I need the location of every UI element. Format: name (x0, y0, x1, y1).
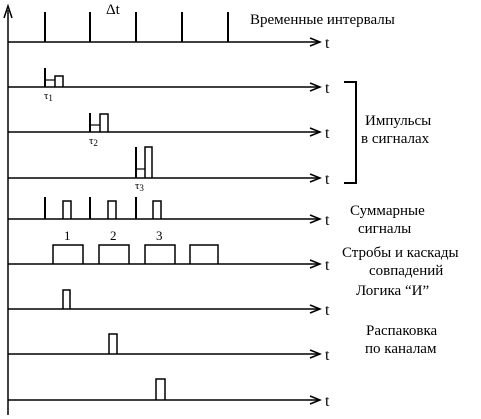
pulses-label-line2: в сигналах (361, 131, 430, 147)
axis-t-label: t (325, 171, 330, 188)
tau-sub: 1 (48, 93, 53, 103)
pulses-bracket (344, 81, 357, 184)
axis-t-label: t (325, 80, 330, 97)
tau-symbol: τ (135, 180, 140, 192)
strobe-number-2: 2 (110, 228, 117, 243)
pulse (108, 333, 118, 354)
strobe (52, 244, 84, 264)
arrow (309, 173, 323, 183)
pulse (62, 200, 72, 219)
strobe (144, 244, 176, 264)
row-time-intervals: Δt t Временные интервалы (8, 2, 395, 52)
strobe (98, 244, 130, 264)
logic-label: Логика “И” (356, 283, 429, 299)
arrow (309, 37, 323, 47)
strobes-label-line2: совпадений (369, 263, 443, 279)
arrow (309, 304, 323, 314)
pulses-label-line1: Импульсы (365, 113, 431, 129)
summary-label-line2: сигналы (358, 221, 411, 237)
axis-t-label: t (325, 125, 330, 142)
pulse (62, 289, 71, 309)
tau-sub: 3 (139, 183, 144, 193)
strobe-number-3: 3 (156, 228, 163, 243)
row-summary: t Суммарные сигналы (8, 197, 425, 237)
axis-t-label: t (325, 212, 330, 229)
strobe-number-1: 1 (64, 228, 71, 243)
row-logic: t Логика “И” (8, 283, 429, 319)
axis-t-label: t (325, 257, 330, 274)
strobes-label-line1: Стробы и каскады (342, 245, 459, 261)
tau-symbol: τ (89, 135, 94, 147)
vertical-axis-arrow (3, 3, 13, 19)
tau-2-label: τ2 (89, 135, 98, 148)
axis-t-label: t (325, 35, 330, 52)
axis-t-label: t (325, 393, 330, 410)
pulse (99, 113, 109, 132)
row-unpack-3: t (8, 378, 330, 410)
arrow (309, 82, 323, 92)
summary-label-line1: Суммарные (350, 203, 425, 219)
pulse (54, 75, 64, 87)
row-pulse-3: τ3 t (8, 146, 330, 193)
unpack-label-line2: по каналам (365, 341, 437, 357)
axis-t-label: t (325, 347, 330, 364)
intervals-label: Временные интервалы (250, 12, 395, 28)
tau-sub: 2 (93, 138, 98, 148)
pulse (107, 200, 117, 219)
arrow (309, 127, 323, 137)
arrow (309, 395, 323, 405)
pulse (152, 200, 162, 219)
delta-t-label: Δt (106, 2, 121, 18)
row-pulse-2: τ2 t (8, 113, 330, 148)
row-pulse-1: τ1 t (8, 68, 330, 103)
pulse (155, 378, 166, 400)
unpack-label-line1: Распаковка (366, 323, 438, 339)
strobe (189, 244, 219, 264)
tau-3-label: τ3 (135, 180, 144, 193)
arrow (309, 214, 323, 224)
row-strobes: 1 2 3 t Стробы и каскады совпадений (8, 228, 459, 279)
tau-1-label: τ1 (44, 90, 53, 103)
pulse (144, 146, 153, 178)
arrow (309, 349, 323, 359)
tau-symbol: τ (44, 90, 49, 102)
row-unpack-2: t Распаковка по каналам (8, 323, 438, 364)
axis-t-label: t (325, 302, 330, 319)
arrow (309, 259, 323, 269)
